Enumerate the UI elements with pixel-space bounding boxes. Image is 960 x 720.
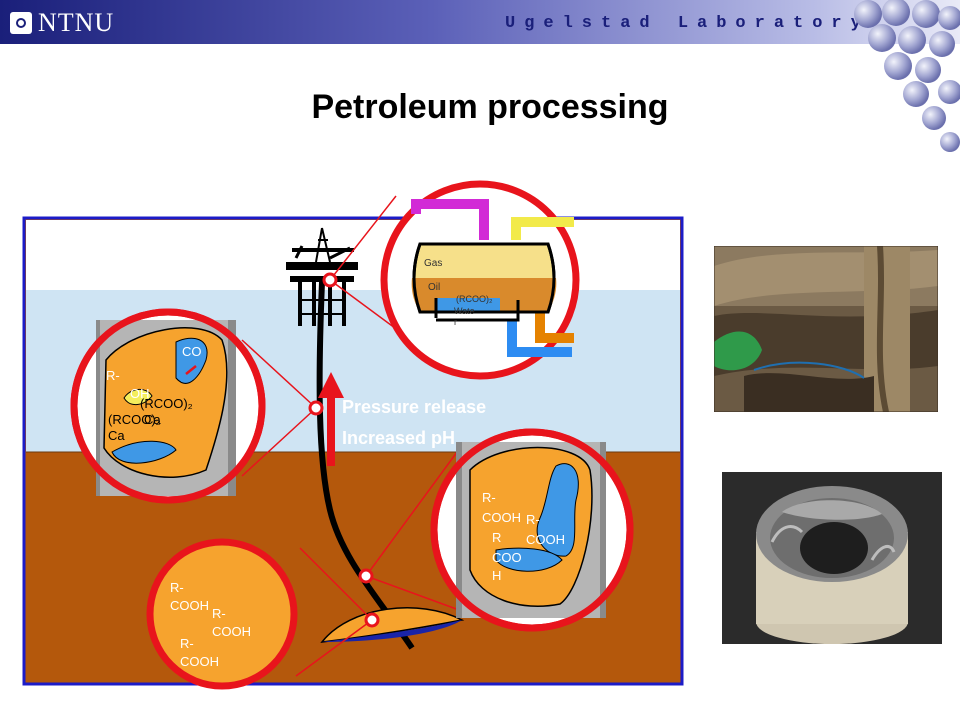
gas-label: Gas [424,258,442,269]
right-h-label-3: H [492,568,501,583]
pipeline-deposit-photo [714,246,938,412]
header-bar: NTNU Ugelstad Laboratory [0,0,960,44]
zoom-point-markers [308,272,380,628]
ntnu-logo-icon [10,12,32,34]
r-label: R- [106,368,120,383]
bottom-r-label-3: R- [180,636,194,651]
bottom-pore-zoom: R- COOH R- COOH R- COOH [146,538,298,690]
pressure-release-label: Pressure release [342,397,486,417]
grape-cluster-icon [854,0,960,152]
right-r-label-3: R [492,530,501,545]
bottom-cooh-label-3: COOH [180,654,219,669]
ca-label-b: Ca [108,428,125,443]
ca-label-a: Ca [144,412,161,427]
ntnu-logo: NTNU [10,8,114,38]
reservoir-lens [320,607,465,643]
separator-zoom: Gas Oil (RCOO)₂ Wate r [380,180,580,380]
water-label-a: Wate [454,306,475,316]
bottom-r-label-1: R- [170,580,184,595]
well-pipe [316,281,415,650]
bottom-r-label-2: R- [212,606,226,621]
page-title: Petroleum processing [311,88,669,126]
pressure-arrow-icon [318,372,344,466]
left-pore-zoom: CO R- OH (RCOO)₂ (RCOO)₂ Ca Ca [70,308,266,504]
rcoo2-label: (RCOO)₂ [456,294,493,304]
right-cooh-label-1: COOH [482,510,521,525]
bottom-cooh-label-1: COOH [170,598,209,613]
water-label-b: r [454,317,457,327]
pipe-scale-photo [722,472,942,644]
rcoo2-label-b: (RCOO)₂ [108,412,161,427]
rcoo2-label-a: (RCOO)₂ [140,396,193,411]
right-r-label-2: R- [526,512,540,527]
logo-text: NTNU [38,8,115,37]
right-pore-zoom: R- COOH R- COOH R COO H [430,428,634,632]
right-cooh-label-2: COOH [526,532,565,547]
increased-ph-label: Increased pH [342,428,455,448]
co-label: CO [182,344,202,359]
bottom-cooh-label-2: COOH [212,624,251,639]
oil-label: Oil [428,282,440,293]
right-coo-label-3: COO [492,550,522,565]
lab-name: Ugelstad Laboratory [505,14,870,33]
oh-label: OH [130,386,150,401]
right-r-label-1: R- [482,490,496,505]
